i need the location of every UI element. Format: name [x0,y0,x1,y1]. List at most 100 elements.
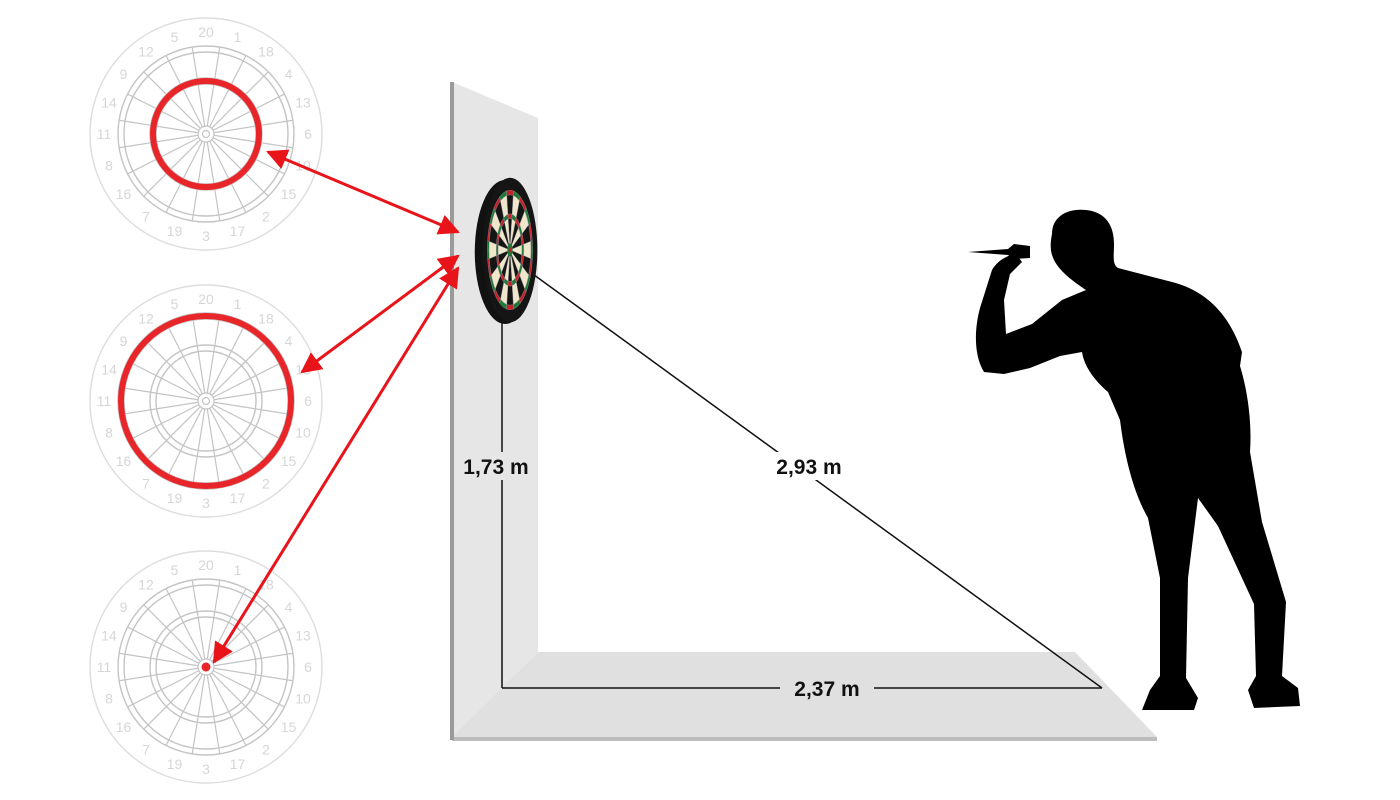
height-label-bg [458,452,534,480]
board-number: 9 [120,66,128,82]
height-label: 1,73 m [463,456,528,479]
board-wire [165,140,203,213]
board-wire [211,672,269,730]
board-number: 7 [142,209,150,225]
board-number: 19 [167,756,183,772]
board-number: 4 [285,599,293,615]
board-number: 1 [234,296,242,312]
board-number: 1 [234,562,242,578]
board-number: 2 [262,209,270,225]
board-number: 10 [295,691,311,707]
board-wire [209,673,247,746]
board-wire [213,667,294,682]
board-wire [206,141,221,222]
board-outer-rim [89,284,323,518]
board-outer-bull [197,658,215,676]
board-number: 11 [97,126,112,142]
board-wire [165,407,203,480]
board-wire [191,141,206,222]
board-number: 18 [258,310,274,326]
board-number: 4 [285,66,293,82]
player-silhouette [968,209,1300,710]
board-number: 7 [142,476,150,492]
board-number: 4 [285,333,293,349]
arrow-bullseye [212,266,460,664]
board-outer-rim [89,17,323,251]
board-wire [212,93,285,131]
board-wire [206,674,221,755]
board-number: 7 [142,742,150,758]
board-wire [191,408,206,489]
board-wire [206,408,221,489]
floor-label: 2,37 m [794,678,859,701]
board-number: 6 [304,126,312,142]
board-wire [127,93,200,131]
board-number: 16 [116,453,132,469]
board-double-inner [123,584,289,750]
board-number: 13 [295,94,311,110]
board-number: 5 [171,562,179,578]
board-wire [191,313,206,394]
board-number: 16 [116,186,132,202]
board-wire [212,670,285,708]
board-number: 20 [198,557,214,573]
hypotenuse-label-bg [764,452,854,480]
board-number: 9 [120,333,128,349]
arrow-triple-ring [266,149,460,235]
board-wire [213,134,294,149]
board-wire [209,55,247,128]
board-wire [118,119,199,134]
board-wire [211,71,269,129]
board-number: 2 [262,476,270,492]
wall-dartboard [474,177,538,324]
board-number: 8 [105,425,113,441]
board-segment [507,213,513,220]
board-wire [118,401,199,416]
board-number: 19 [167,223,183,239]
board-number: 6 [304,659,312,675]
board-number: 8 [105,691,113,707]
board-wire [118,386,199,401]
board-number: 17 [230,756,246,772]
board-number: 12 [138,310,154,326]
board-number: 11 [97,659,112,675]
board-number: 11 [97,393,112,409]
board-bullseye [508,247,512,253]
board-inner-bull [201,396,211,406]
board-double-inner [123,51,289,217]
board-number: 10 [295,425,311,441]
board-number: 1 [234,29,242,45]
highlight-double-ring [118,313,294,489]
board-inner-bull [201,129,211,139]
board-segment [507,280,513,287]
board-wire [211,139,269,197]
board-number: 14 [101,627,117,643]
board-wire [127,626,200,664]
board-number: 12 [138,43,154,59]
board-number: 13 [295,627,311,643]
player-body [975,209,1300,710]
arrow-double-ring [300,254,460,374]
board-number: 15 [281,186,297,202]
board-number: 20 [198,291,214,307]
board-wire [209,140,247,213]
floor-label-bg [780,675,874,701]
board-wire [191,674,206,755]
board-wire [127,404,200,442]
board-outer-bull [197,392,215,410]
board-number: 18 [258,43,274,59]
board-wire [165,673,203,746]
board-wire [191,46,206,127]
board-number: 8 [105,158,113,174]
board-wire [213,119,294,134]
board-number: 5 [171,296,179,312]
board-number: 19 [167,490,183,506]
board-number: 5 [171,29,179,45]
board-wire [143,672,201,730]
highlight-triple-ring [150,78,262,190]
board-wire [118,667,199,682]
